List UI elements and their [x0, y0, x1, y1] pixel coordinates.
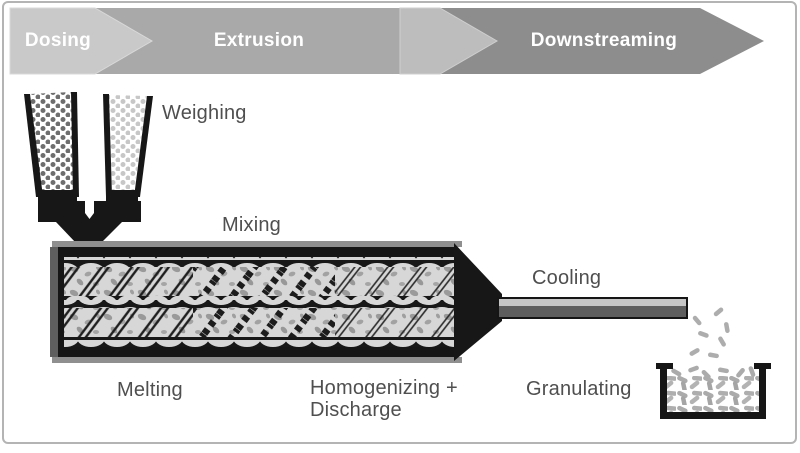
- die-icon: [454, 243, 502, 361]
- hopper-left-icon: [24, 92, 79, 203]
- cooling-strand-icon: [497, 297, 688, 319]
- twin-screw-extruder-icon: [50, 241, 502, 363]
- extrusion-chevron-tip: [399, 7, 498, 75]
- granulate-container-icon: [656, 363, 771, 419]
- label-weighing: Weighing: [162, 102, 247, 124]
- label-homogenizing-discharge: Homogenizing + Discharge: [310, 377, 458, 421]
- downstreaming-arrow: [430, 8, 764, 74]
- banner-stage-extrusion: Extrusion: [213, 30, 305, 51]
- banner-stage-dosing: Dosing: [24, 30, 92, 51]
- label-melting: Melting: [117, 379, 183, 401]
- label-granulating: Granulating: [526, 378, 632, 400]
- hopper-right-icon: [103, 94, 153, 203]
- banner-arrows: [9, 7, 764, 75]
- banner-stage-downstreaming: Downstreaming: [530, 30, 678, 51]
- label-cooling: Cooling: [532, 267, 602, 289]
- dosing-arrow: [9, 7, 153, 75]
- label-mixing: Mixing: [222, 214, 281, 236]
- falling-pellets-icon: [689, 307, 730, 359]
- feeder-funnel-icon: [38, 201, 141, 243]
